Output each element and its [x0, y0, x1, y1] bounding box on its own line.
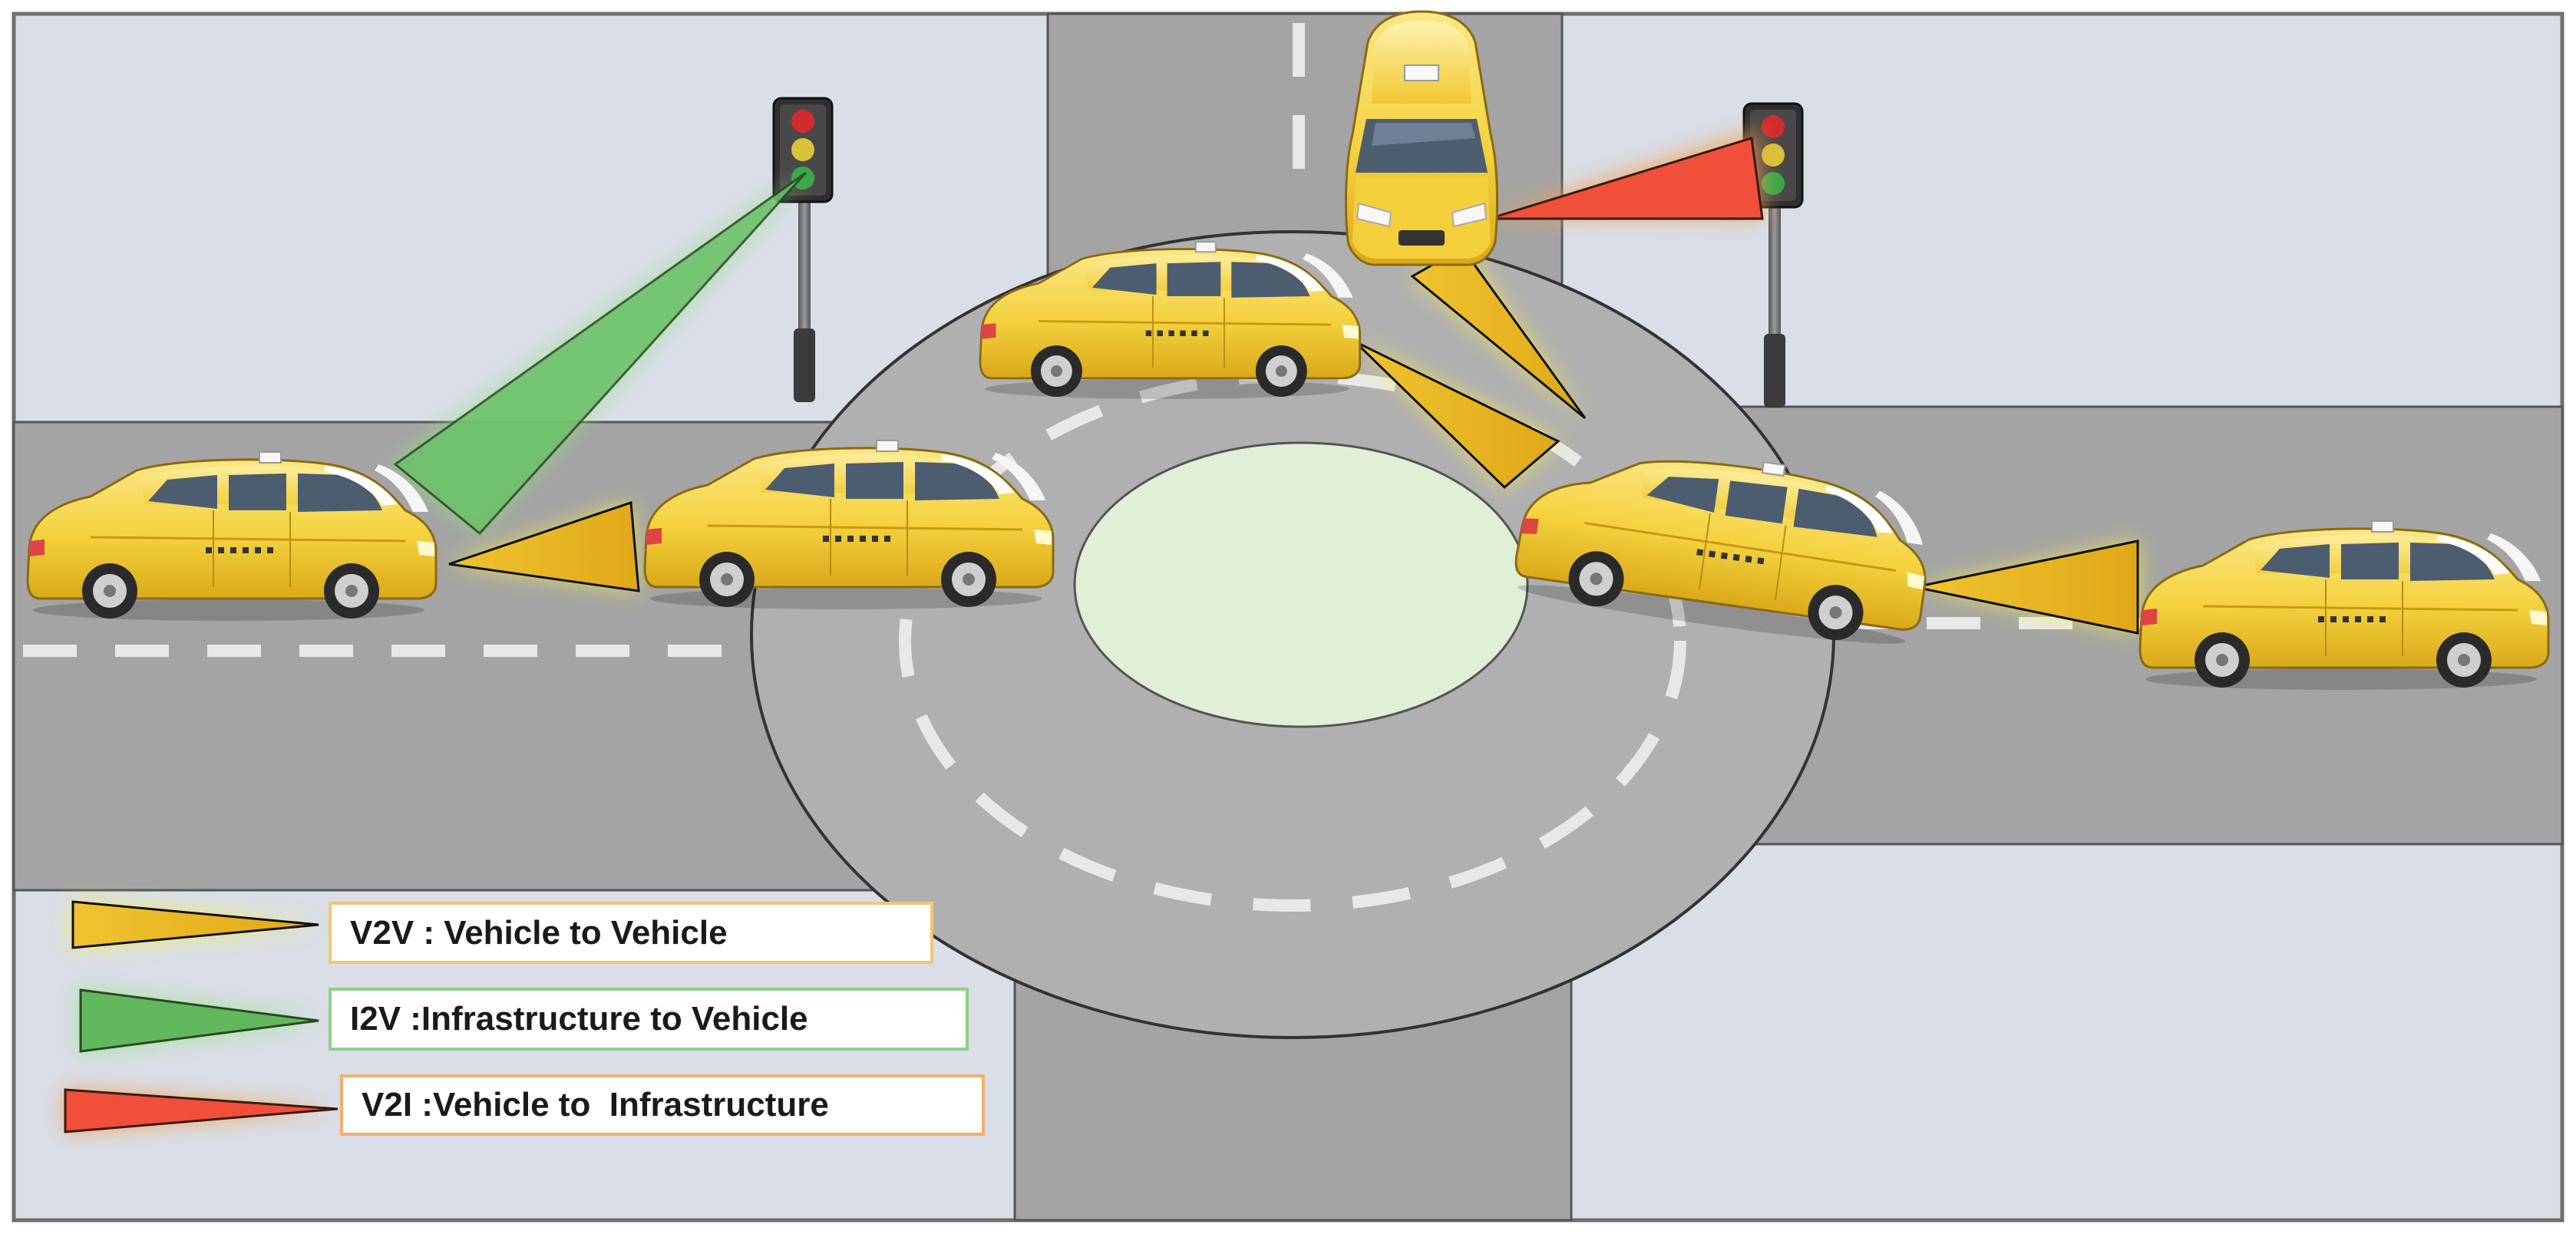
v2v-beam [448, 500, 640, 592]
taxi-north [1345, 10, 1498, 266]
v2i-beam [1488, 137, 1764, 220]
legend-v2i-glyph [64, 1088, 339, 1133]
legend-v2v-label: V2V : Vehicle to Vehicle [329, 902, 933, 964]
communication-beams [391, 130, 2139, 635]
legend-i2v-glyph [79, 988, 319, 1053]
i2v-beam [393, 171, 807, 536]
legend-v2v-glyph [71, 900, 319, 949]
legend-v2i-label: V2I :Vehicle to Infrastructure [340, 1074, 985, 1136]
central-island [1073, 441, 1529, 728]
v2v-beam [1353, 340, 1560, 490]
v2v-beam [1914, 539, 2139, 635]
legend [64, 900, 339, 1133]
legend-i2v-label: I2V :Infrastructure to Vehicle [329, 988, 969, 1051]
